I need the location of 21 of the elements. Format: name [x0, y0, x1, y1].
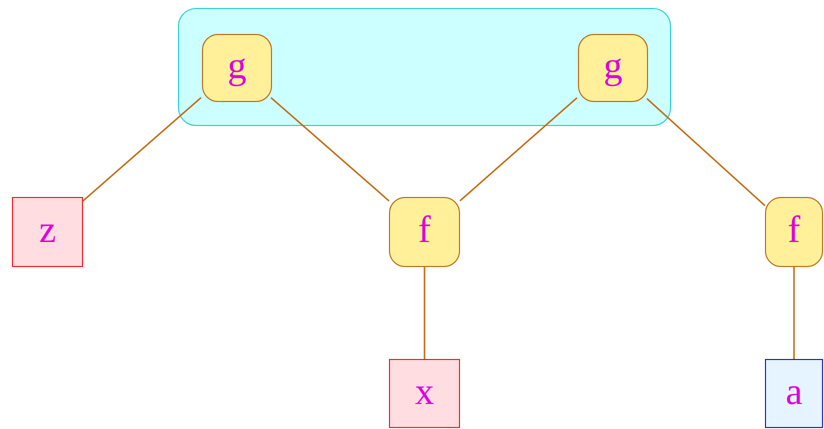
leaf-box [12, 197, 83, 267]
connector-line [793, 267, 795, 359]
leaf-box [765, 359, 823, 428]
node-label: f [418, 211, 431, 253]
term-node [578, 34, 648, 102]
term-node [389, 197, 460, 267]
connector-line [424, 267, 426, 359]
node-label: g [604, 47, 622, 89]
leaf-box [389, 359, 460, 428]
connector-line [82, 97, 202, 202]
node-label: a [786, 372, 802, 414]
term-node [202, 34, 272, 102]
group-band [178, 8, 671, 126]
node-label: x [415, 372, 434, 414]
node-label: z [39, 211, 56, 253]
node-label: g [228, 47, 246, 89]
connector-line [646, 98, 766, 206]
connector-line [460, 97, 578, 202]
connector-line [270, 97, 390, 202]
node-label: f [788, 211, 800, 253]
term-node [765, 197, 823, 267]
